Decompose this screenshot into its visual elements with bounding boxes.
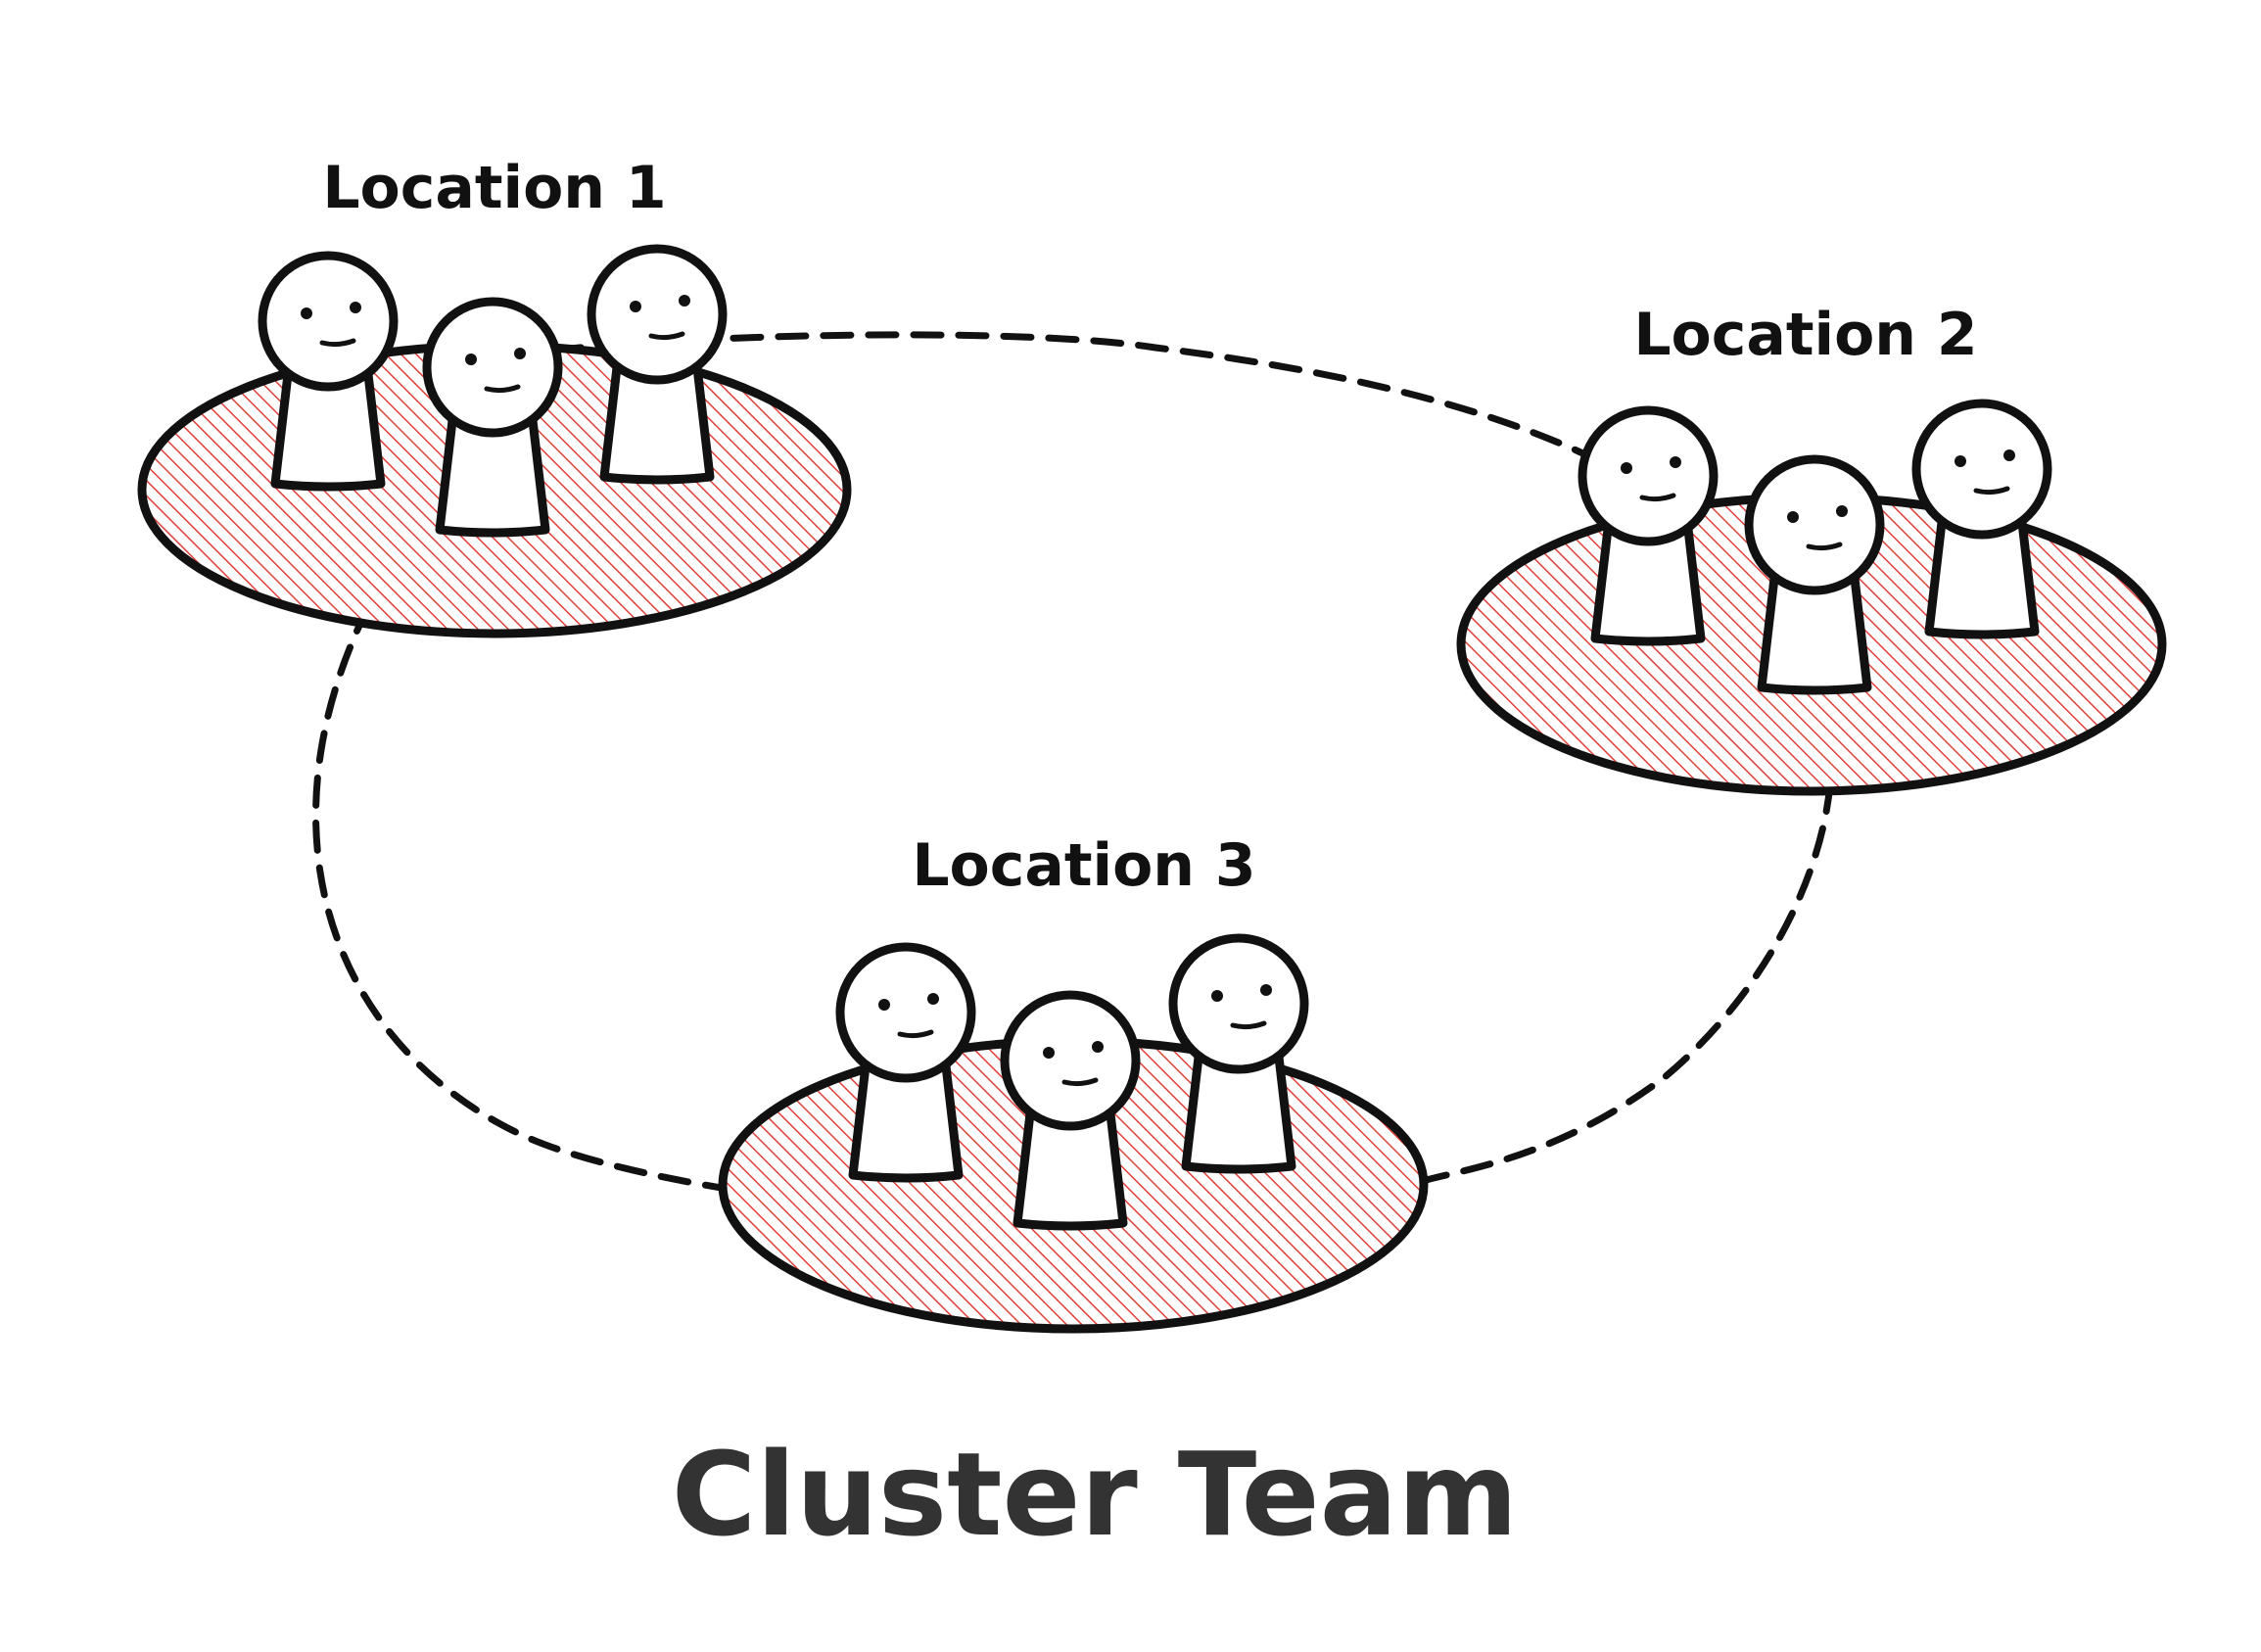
person-icon	[591, 249, 723, 480]
location-2-group: Location 2	[1456, 301, 2167, 796]
location-2-label: Location 2	[1633, 301, 1977, 369]
location-3-group: Location 3	[718, 831, 1429, 1334]
person-icon	[262, 256, 394, 487]
location-3-label: Location 3	[912, 831, 1255, 900]
connection-ring	[312, 331, 1835, 1225]
diagram-title: Cluster Team	[672, 1427, 1518, 1562]
person-icon	[1173, 938, 1304, 1169]
person-icon	[840, 947, 971, 1178]
person-icon	[427, 302, 558, 533]
person-icon	[1916, 403, 2048, 635]
location-1-label: Location 1	[322, 154, 666, 222]
person-icon	[1749, 459, 1880, 690]
person-icon	[1005, 995, 1136, 1226]
person-icon	[1582, 410, 1714, 641]
location-1-group: Location 1	[137, 154, 852, 638]
